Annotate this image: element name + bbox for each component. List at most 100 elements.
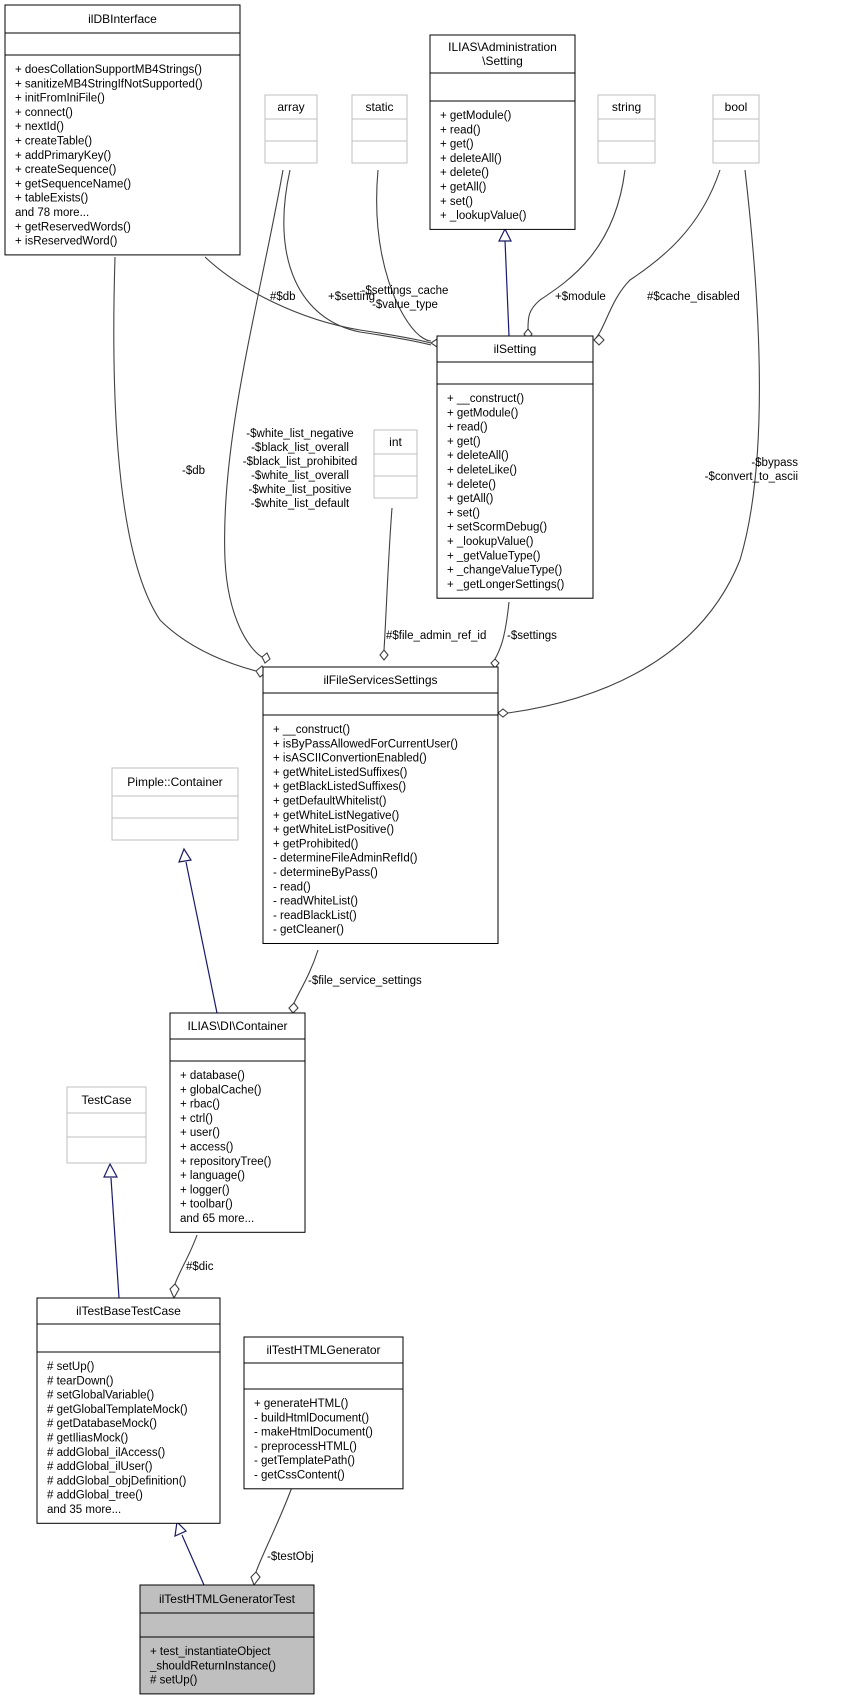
method-item: - determineFileAdminRefId() — [273, 853, 418, 865]
edge-label-line: -$settings_cache — [362, 285, 449, 297]
method-item: + createTable() — [15, 136, 92, 148]
class-box-ildbinterface: ilDBInterface+ doesCollationSupportMB4St… — [4, 4, 241, 256]
class-name-line: TestCase — [81, 1093, 131, 1107]
method-item: - buildHtmlDocument() — [254, 1412, 369, 1424]
class-box-iltesthtmlgenerator: ilTestHTMLGenerator + generateHTML() - bui… — [243, 1336, 404, 1490]
method-item: and 35 more... — [47, 1504, 121, 1516]
method-item: + __construct() — [273, 724, 350, 736]
aggregation-diamond-fss-right — [497, 708, 509, 718]
assoc-edge-dicontainer-to-basetestcase — [174, 1234, 198, 1285]
method-item: + getWhiteListPositive() — [273, 824, 394, 836]
method-item: + logger() — [180, 1184, 230, 1196]
method-item: - read() — [273, 881, 311, 893]
class-name: static — [365, 100, 393, 114]
method-item: + setScormDebug() — [447, 522, 547, 534]
method-item: + test_instantiateObject — [150, 1646, 271, 1658]
assoc-edge-static-to-setting — [376, 169, 432, 342]
method-item: + _lookupValue() — [440, 210, 527, 222]
class-name-line: ilDBInterface — [88, 12, 157, 26]
method-item: + getAll() — [440, 182, 487, 194]
edge-label-line: -$black_list_prohibited — [243, 456, 357, 468]
edge-label-line: -$white_list_positive — [249, 484, 352, 496]
class-box-frame — [36, 1297, 221, 1524]
method-item: + __construct() — [447, 393, 524, 405]
inherit-arrow-pimple — [178, 847, 192, 863]
class-box-frame — [373, 429, 418, 499]
method-item: + getProhibited() — [273, 838, 359, 850]
method-item: + addPrimaryKey() — [15, 150, 111, 162]
method-item: + isByPassAllowedForCurrentUser() — [273, 738, 458, 750]
class-name-line: static — [365, 100, 393, 114]
method-item: + nextId() — [15, 121, 64, 133]
class-methods: # setUp()# tearDown()# setGlobalVariable… — [47, 1361, 188, 1516]
method-item: # addGlobal_ilUser() — [47, 1461, 153, 1473]
method-item: + _changeValueType() — [447, 565, 562, 577]
class-name-line: ILIAS\Administration — [448, 40, 557, 54]
method-item: + set() — [447, 507, 480, 519]
class-name: ilTestHTMLGeneratorTest — [159, 1592, 296, 1606]
inherit-edge-basetestcase-to-testcase — [110, 1177, 120, 1299]
class-box-frame — [712, 94, 760, 164]
edge-label-db-setting: #$db — [270, 291, 296, 303]
edge-label-white-lists: -$white_list_negative -$black_list_overal… — [243, 428, 357, 510]
edge-label-cache-disabled: #$cache_disabled — [647, 291, 740, 303]
edge-label-line: -$black_list_overall — [251, 442, 349, 454]
method-item: + rbac() — [180, 1099, 220, 1111]
edge-label-line: -$white_list_default — [251, 498, 350, 510]
class-name: ilFileServicesSettings — [323, 673, 437, 687]
edge-label-file-service-settings: -$file_service_settings — [308, 975, 422, 987]
method-item: + getModule() — [440, 110, 511, 122]
class-box-frame — [66, 1086, 147, 1164]
edge-label-bypass: -$bypass-$convert_to_ascii — [705, 457, 799, 483]
edge-label-line: -$bypass — [751, 457, 798, 469]
class-name-line: ilTestBaseTestCase — [76, 1304, 181, 1318]
method-item: + get() — [440, 139, 474, 151]
method-item: # addGlobal_objDefinition() — [47, 1475, 187, 1487]
edge-layer: #$db +$setting -$settings_cache-$value_t… — [103, 169, 799, 1587]
class-name-line: ilSetting — [494, 342, 537, 356]
class-name-line: ilTestHTMLGeneratorTest — [159, 1592, 296, 1606]
method-item: - preprocessHTML() — [254, 1441, 357, 1453]
method-item: - determineByPass() — [273, 867, 378, 879]
method-item: + isASCIIConvertionEnabled() — [273, 753, 427, 765]
edge-label-module: +$module — [555, 291, 606, 303]
method-item: + deleteAll() — [447, 450, 509, 462]
class-box-iltestbasetestcase: ilTestBaseTestCase # setUp()# tearDown()#… — [36, 1297, 221, 1524]
inherit-arrow-testcase — [103, 1162, 119, 1178]
edge-label-setting: +$setting — [328, 291, 375, 303]
class-name: ILIAS\Administration\Setting — [448, 40, 557, 68]
class-name-line: \Setting — [482, 54, 523, 68]
edge-label-line: -$white_list_negative — [246, 428, 353, 440]
class-name-line: string — [612, 100, 641, 114]
method-item: and 65 more... — [180, 1213, 254, 1225]
method-item: + sanitizeMB4StringIfNotSupported() — [15, 78, 203, 90]
method-item: # setUp() — [150, 1675, 197, 1687]
class-box-frame — [243, 1336, 404, 1490]
method-item: - readBlackList() — [273, 910, 357, 922]
method-item: - makeHtmlDocument() — [254, 1427, 373, 1439]
class-name-line: ilTestHTMLGenerator — [266, 1343, 380, 1357]
class-box-iltesthtmlgeneratortest: ilTestHTMLGeneratorTest + test_instantiat… — [139, 1584, 315, 1695]
class-methods: + test_instantiateObject_shouldReturnIns… — [149, 1646, 276, 1687]
class-box-frame — [429, 34, 576, 230]
assoc-edge-dbinterface-to-fss — [113, 256, 257, 672]
class-box-frame — [351, 94, 408, 164]
method-item: + read() — [440, 124, 481, 136]
class-box-ilfileservicessettings: ilFileServicesSettings + __construct() + i… — [262, 666, 499, 944]
assoc-edge-setting-to-fss — [494, 601, 510, 660]
method-item: - getTemplatePath() — [254, 1455, 355, 1467]
assoc-edge-fss-to-dicontainer — [293, 949, 319, 1004]
method-item: + getModule() — [447, 407, 518, 419]
class-name: int — [389, 435, 402, 449]
assoc-edge-array-to-fss — [224, 169, 284, 658]
method-item: + deleteAll() — [440, 153, 502, 165]
assoc-edge-string-to-setting — [527, 169, 626, 330]
class-methods: + __construct() + isByPassAllowedForCurre… — [273, 724, 458, 936]
edge-label-dic: #$dic — [186, 1261, 214, 1273]
method-item: # tearDown() — [47, 1375, 114, 1387]
class-name: ilSetting — [494, 342, 537, 356]
method-item: + generateHTML() — [254, 1398, 348, 1410]
class-box-frame — [264, 94, 318, 164]
edge-label-line: -$white_list_overall — [251, 470, 349, 482]
